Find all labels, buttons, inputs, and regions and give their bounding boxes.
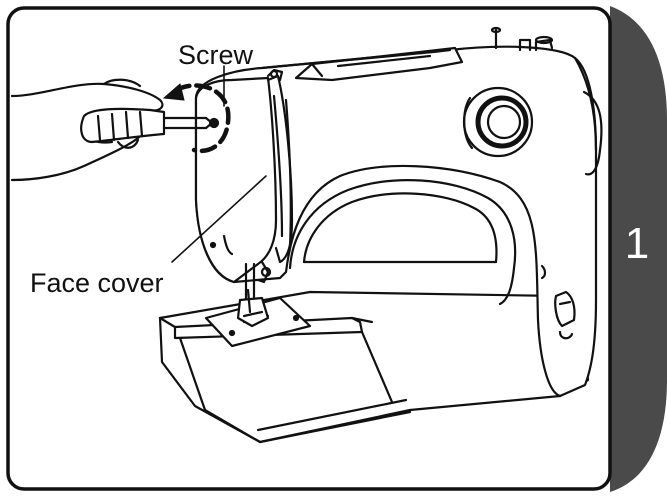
counterclockwise-arrow-icon <box>173 83 231 154</box>
thread-guide-plate <box>266 68 294 264</box>
needle-assembly <box>236 260 272 328</box>
step-tab <box>610 6 667 492</box>
screw-head <box>208 117 220 129</box>
step-number: 1 <box>625 219 649 268</box>
face-cover <box>194 76 278 284</box>
face-cover-label: Face cover <box>30 268 164 298</box>
screw-label: Screw <box>178 40 254 70</box>
face-cover-leader-line <box>171 175 267 263</box>
hand-with-screwdriver <box>10 78 214 182</box>
rotation-arrow-head <box>162 83 185 101</box>
machine-body <box>194 26 603 398</box>
